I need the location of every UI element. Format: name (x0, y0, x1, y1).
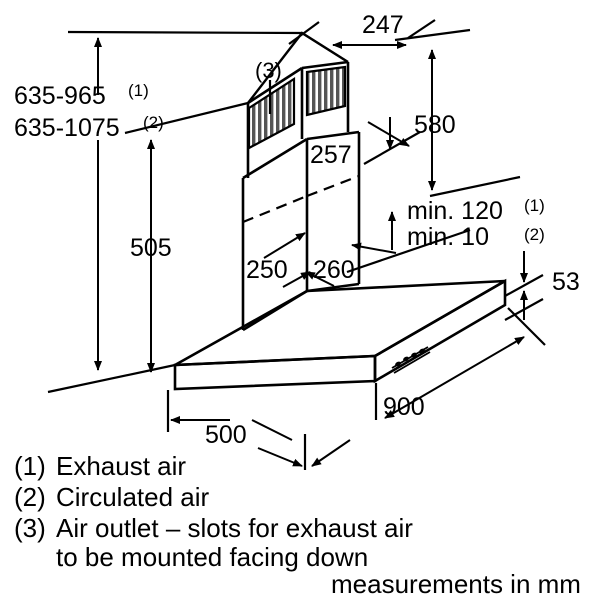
ext-line-mid (124, 101, 249, 135)
ext-53-bottom (504, 298, 544, 321)
ext-min-clearance (346, 228, 471, 274)
label-900: 900 (383, 393, 425, 421)
leader-257-into-body (263, 232, 306, 259)
label-min-clearance-exhaust: min. 120 (407, 197, 503, 225)
ext-53-top (504, 274, 544, 297)
chimney-lower-top-right (306, 130, 360, 141)
dimension-lines-group (47, 19, 546, 470)
dim-500-arrow-right2 (311, 439, 351, 467)
chimney-lower-top-left (242, 137, 308, 180)
label-500: 500 (205, 421, 247, 449)
label-min-clearance-circulated-ref: (2) (524, 225, 545, 244)
chimney-upper-top-left (247, 66, 303, 105)
dim-260-arrow (305, 271, 335, 287)
label-260: 260 (313, 256, 355, 284)
label-overall-height-exhaust-ref: (1) (128, 81, 149, 100)
ext-247-left (288, 21, 320, 45)
control-panel-frame-top (391, 346, 429, 369)
label-250: 250 (246, 256, 288, 284)
hidden-edges-group (242, 174, 360, 224)
legend-item-1-text: Exhaust air (56, 451, 186, 481)
legend-item-1-marker: (1) (14, 451, 46, 481)
hidden-edge-left (242, 194, 308, 224)
ext-line-chimney-top (67, 30, 303, 35)
label-580: 580 (414, 111, 456, 139)
ext-900-right (507, 307, 546, 346)
dim-min-clearance-arrow (351, 242, 397, 254)
canopy-left-face (173, 354, 377, 391)
label-overall-height-circulated: 635-1075 (14, 114, 120, 142)
legend-item-3-marker: (3) (14, 513, 46, 543)
ext-line-canopy-top (47, 363, 176, 394)
dimension-labels-group: 635-965 (1) 635-1075 (2) 505 247 580 257… (14, 11, 580, 449)
dim-500-arrow-right (257, 447, 303, 467)
dim-500-lead (251, 419, 293, 441)
hidden-edge-right (306, 174, 360, 198)
chimney-upper-top-right (301, 60, 349, 70)
chimney-lower-bottom-left (242, 289, 308, 332)
canopy-top-face (174, 279, 506, 367)
ext-257 (363, 131, 421, 165)
label-air-outlet-marker: (3) (255, 58, 282, 83)
legend-item-3-text: Air outlet – slots for exhaust air (56, 513, 413, 543)
legend-group: (1) Exhaust air (2) Circulated air (3) A… (14, 451, 581, 599)
air-outlet-slots-front (247, 76, 296, 150)
canopy-right-face (373, 278, 507, 384)
air-outlet-slots-group (247, 65, 347, 150)
label-53: 53 (552, 268, 580, 296)
units-note: measurements in mm (331, 569, 581, 599)
label-overall-height-exhaust: 635-965 (14, 82, 106, 110)
air-outlet-slots-right (305, 65, 347, 117)
label-505: 505 (130, 234, 172, 262)
label-min-clearance-exhaust-ref: (1) (524, 196, 545, 215)
ext-580-bottom (429, 175, 521, 198)
legend-item-2-marker: (2) (14, 482, 46, 512)
label-247: 247 (362, 11, 404, 39)
label-257: 257 (310, 141, 352, 169)
legend-item-2-text: Circulated air (56, 482, 210, 512)
label-min-clearance-circulated: min. 10 (407, 223, 489, 251)
dim-900-line (384, 336, 525, 419)
ext-580-top (394, 28, 471, 42)
ext-247-right (407, 19, 436, 39)
legend-item-3-continuation: to be mounted facing down (56, 542, 368, 572)
chimney-lower-bottom-right (306, 282, 360, 293)
label-overall-height-circulated-ref: (2) (143, 113, 164, 132)
